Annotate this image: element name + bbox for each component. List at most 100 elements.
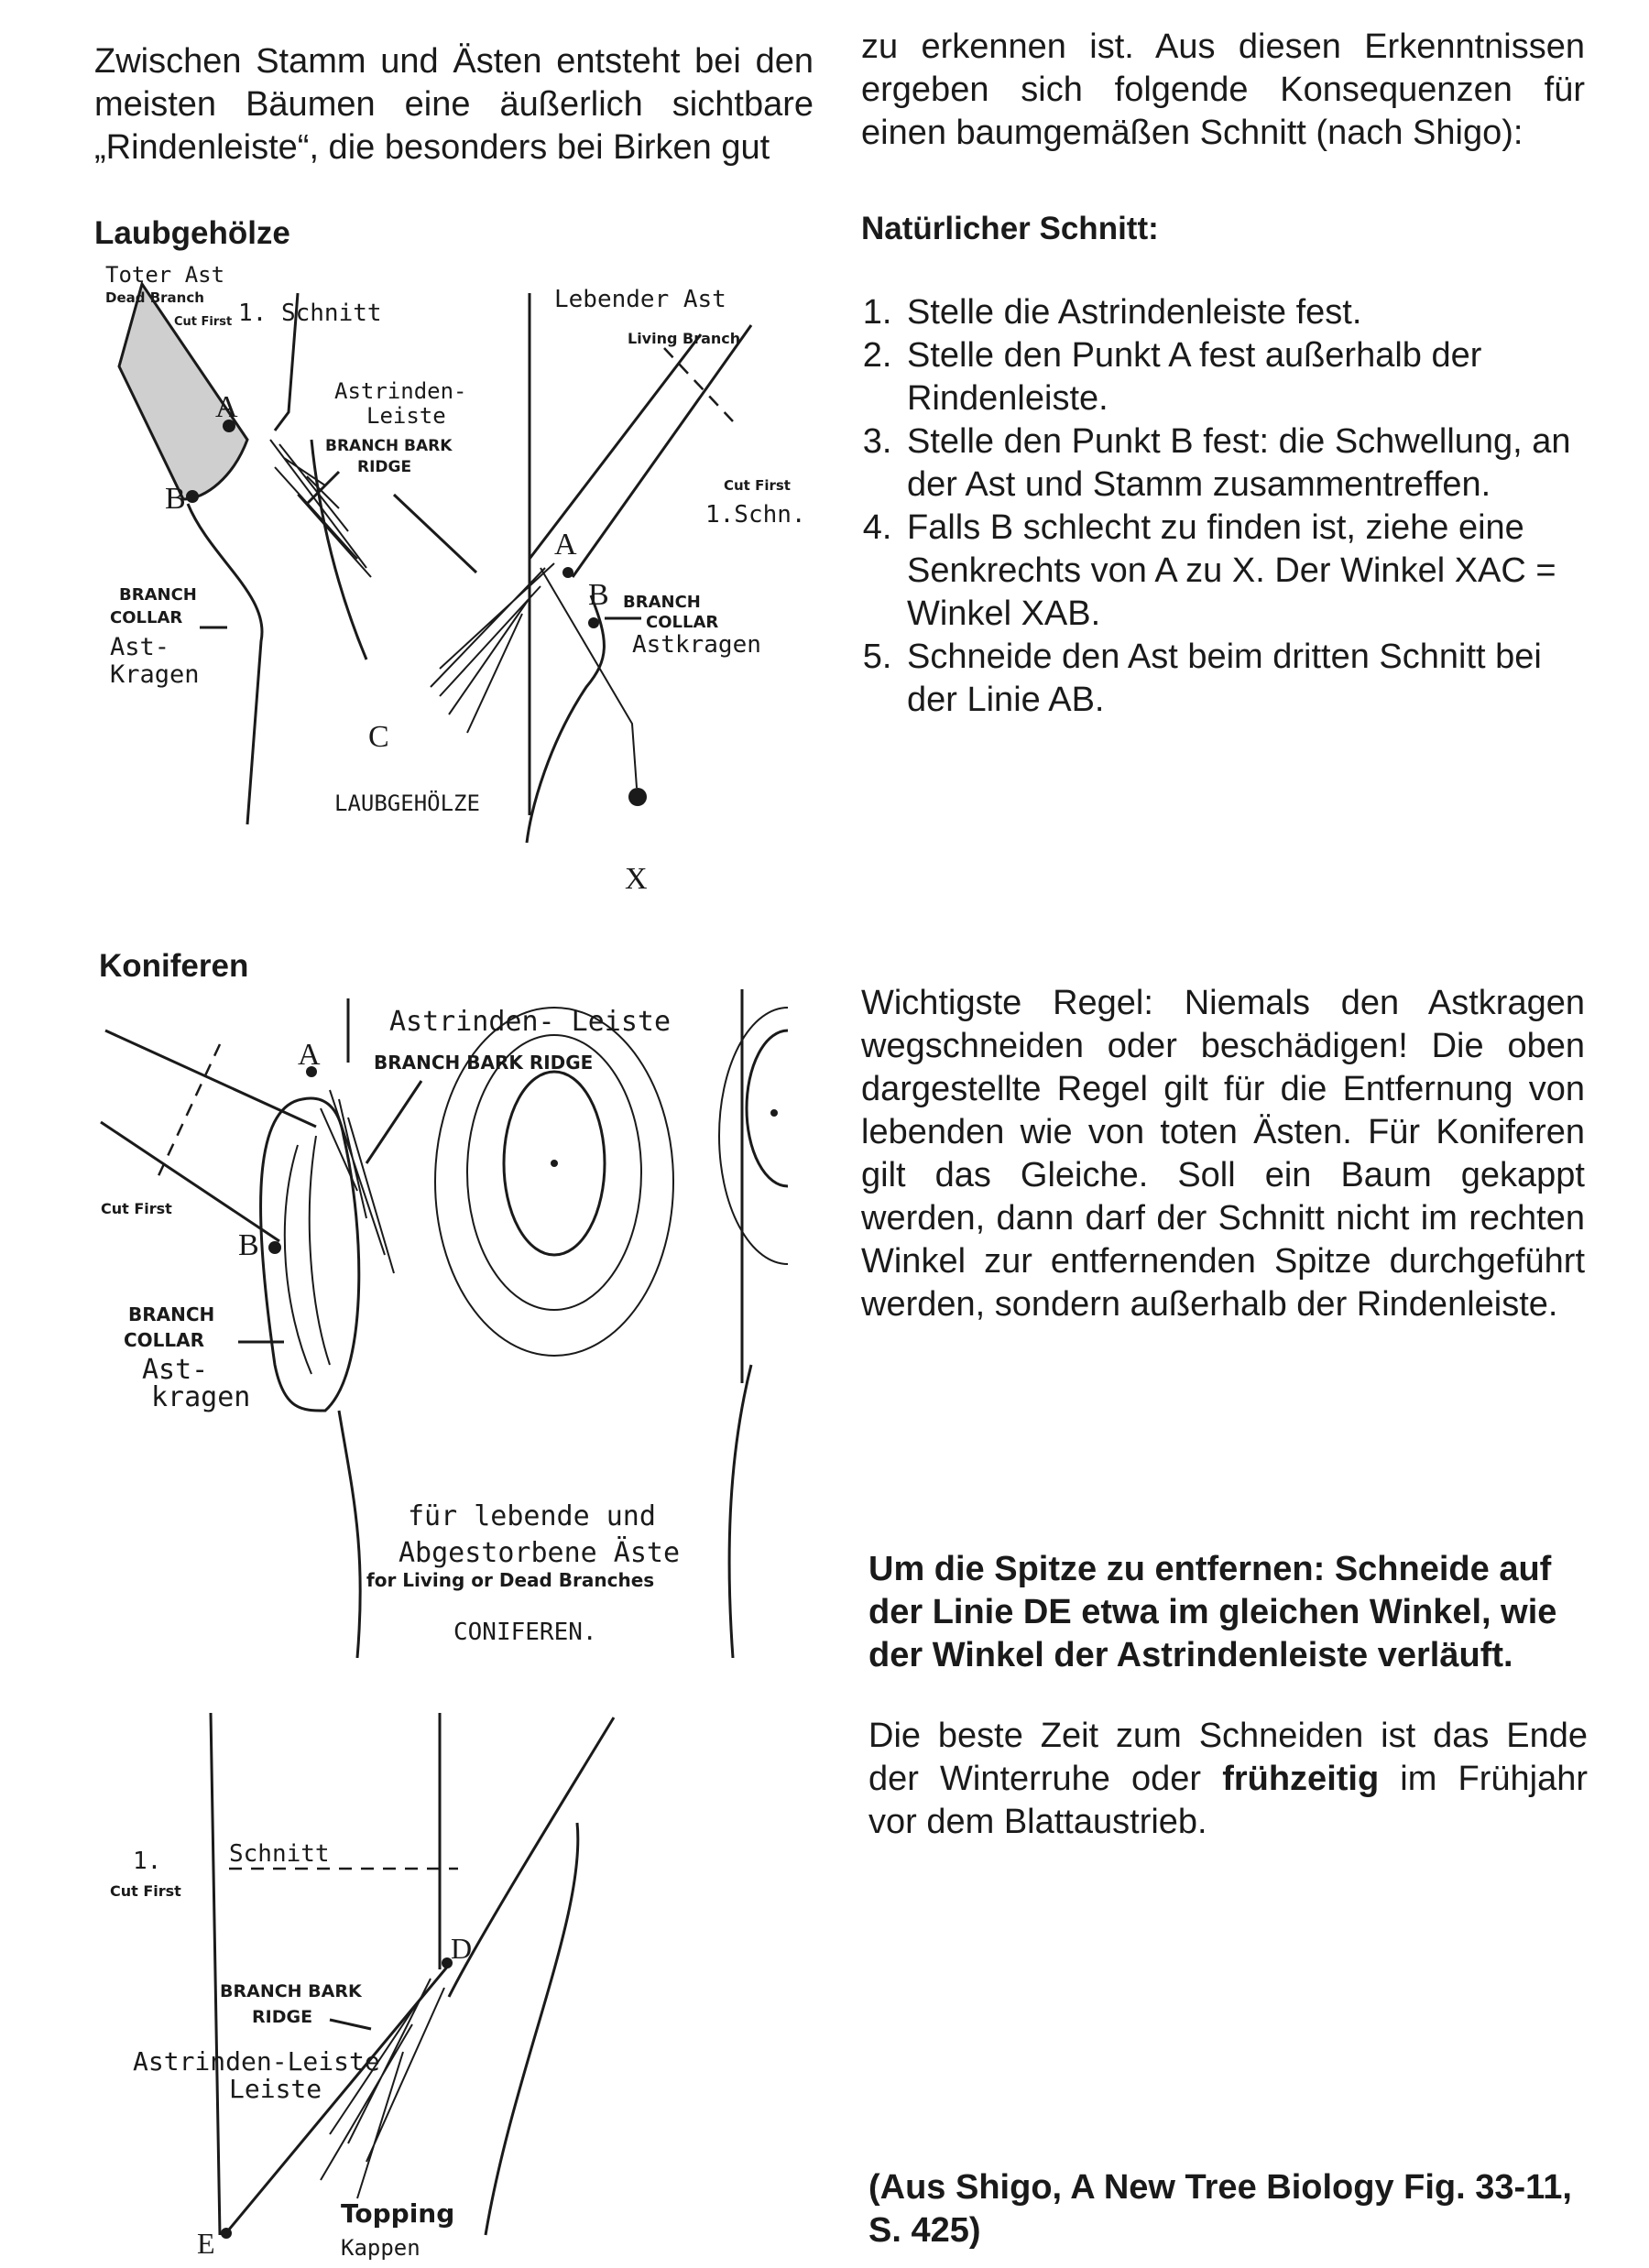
kon-caption-2: Abgestorbene Äste xyxy=(399,1536,680,1569)
trunk-left-right xyxy=(273,292,300,431)
label-schnitt-left: 1. Schnitt xyxy=(238,300,382,327)
label-ridge-de-1: Astrinden- xyxy=(334,378,467,404)
top-label-ridge-de-1: Astrinden-Leiste xyxy=(133,2046,380,2077)
top-label-num: 1. xyxy=(133,1848,161,1875)
kon-point-b-dot xyxy=(268,1241,281,1254)
label-schn: 1.Schn. xyxy=(705,501,806,529)
koniferen-text: Wichtigste Regel: Niemals den Astkragen … xyxy=(861,984,1585,1324)
koniferen-drawing: Astrinden- Leiste BRANCH BARK RIDGE A B … xyxy=(100,989,788,1658)
label-a-right: A xyxy=(554,528,577,562)
best-time-a: Die beste Zeit zum Schneiden ist das End… xyxy=(868,1717,1588,1798)
topping-drawing: 1. Schnitt Cut First D E BRANCH BARK RID… xyxy=(110,1712,616,2261)
top-label-topping-de: Kappen xyxy=(341,2235,420,2261)
kon-label-cut-first: Cut First xyxy=(101,1200,172,1217)
figure-topping: 1. Schnitt Cut First D E BRANCH BARK RID… xyxy=(92,1704,751,2263)
kon-center-ring xyxy=(502,1070,606,1257)
top-label-e: E xyxy=(197,2227,215,2260)
kon-right-ring xyxy=(745,1029,788,1188)
kon-caption-en: for Living or Dead Branches xyxy=(366,1569,654,1591)
kon-label-collar-de-1: Ast- xyxy=(142,1354,208,1386)
top-label-cut-first: Cut First xyxy=(110,1882,181,1900)
heading-laubgehoelze: Laubgehölze xyxy=(94,215,290,251)
label-x: X xyxy=(625,862,648,896)
heading-natuerlicher-schnitt: Natürlicher Schnitt: xyxy=(861,211,1159,246)
kon-point-a-dot xyxy=(306,1066,317,1077)
label-collar-de-1: Ast- xyxy=(110,633,169,661)
kon-label-b: B xyxy=(238,1228,259,1262)
label-c: C xyxy=(368,720,389,754)
trunk-left-edge xyxy=(310,439,368,660)
laubgehoelze-drawing: Toter Ast Dead Branch Cut First 1. Schni… xyxy=(105,262,806,896)
label-collar-en-2: COLLAR xyxy=(110,608,182,627)
label-dead-branch-de: Toter Ast xyxy=(105,262,224,288)
kon-branch-upper xyxy=(104,1029,317,1129)
label-living-branch-en: Living Branch xyxy=(628,330,740,347)
heading-koniferen: Koniferen xyxy=(99,948,249,984)
kon-ridge-hatch xyxy=(320,1089,395,1274)
intro-left: Zwischen Stamm und Ästen entsteht bei de… xyxy=(94,42,814,167)
top-ridge-arrow xyxy=(329,2018,372,2031)
top-branch-right xyxy=(447,1717,616,1998)
collar-arrows xyxy=(200,616,641,629)
top-label-d: D xyxy=(451,1932,472,1965)
point-b-right-dot xyxy=(588,617,599,628)
top-point-e-dot xyxy=(221,2228,232,2239)
kon-right-dot xyxy=(770,1109,778,1117)
ridge-hatch-left xyxy=(269,439,372,578)
figure-koniferen: Astrinden- Leiste BRANCH BARK RIDGE A B … xyxy=(92,980,788,1658)
trunk-left-outline xyxy=(186,503,264,825)
top-trunk-lines xyxy=(209,1712,442,2236)
kon-center-ring-3 xyxy=(434,1007,674,1357)
top-point-d-dot xyxy=(442,1957,453,1968)
ridge-arrows xyxy=(305,470,478,574)
kon-label-ridge-de: Astrinden- Leiste xyxy=(389,1006,671,1038)
ridge-hatch-right xyxy=(430,562,555,734)
caption-laubgehoelze: LAUBGEHÖLZE xyxy=(334,790,480,816)
kon-center-dot xyxy=(551,1160,558,1167)
point-a-left-dot xyxy=(223,420,235,432)
top-de-line xyxy=(223,1964,451,2236)
label-a-left: A xyxy=(215,390,238,424)
figure-laubgehoelze: Toter Ast Dead Branch Cut First 1. Schni… xyxy=(92,256,824,898)
kon-collar-left xyxy=(259,1096,361,1412)
kon-trunk-lower xyxy=(337,1364,753,1658)
kon-cut-line xyxy=(154,1043,222,1183)
top-label-ridge-en-2: RIDGE xyxy=(252,2007,312,2027)
kon-caption-3: CONIFEREN. xyxy=(453,1619,597,1646)
kon-center-ring-2 xyxy=(466,1034,642,1311)
step-4: Falls B schlecht zu finden ist, ziehe ei… xyxy=(901,507,1585,636)
kon-label-ridge-en: BRANCH BARK RIDGE xyxy=(374,1052,593,1074)
top-label-ridge-en-1: BRANCH BARK xyxy=(220,1981,363,2001)
living-branch-upper xyxy=(528,333,703,560)
label-collar2-en-1: BRANCH xyxy=(623,593,701,612)
step-2: Stelle den Punkt A fest außerhalb der Ri… xyxy=(901,334,1585,420)
step-5: Schneide den Ast beim dritten Schnitt be… xyxy=(901,636,1585,722)
best-time-bold: frühzeitig xyxy=(1222,1760,1380,1798)
plumb-line xyxy=(540,567,638,789)
source-citation: (Aus Shigo, A New Tree Biology Fig. 33-1… xyxy=(868,2168,1572,2250)
kon-collar-rings xyxy=(283,1135,331,1375)
intro-right: zu erkennen ist. Aus diesen Erkenntnisse… xyxy=(861,27,1585,152)
cut-line-right xyxy=(663,347,734,422)
label-living-branch-de: Lebender Ast xyxy=(554,286,726,313)
top-label-schnitt: Schnitt xyxy=(229,1840,330,1868)
kon-caption-1: für lebende und xyxy=(408,1500,656,1532)
steps-list: Stelle die Astrindenleiste fest. Stelle … xyxy=(852,291,1585,722)
kon-label-collar-en-1: BRANCH xyxy=(128,1303,214,1325)
step-1: Stelle die Astrindenleiste fest. xyxy=(901,291,1585,334)
point-x-dot xyxy=(628,788,647,806)
label-b-right: B xyxy=(588,578,609,612)
point-b-left-dot xyxy=(186,490,199,503)
label-b-left: B xyxy=(165,482,186,516)
kon-label-collar-de-2: kragen xyxy=(151,1381,250,1413)
top-ridge-hatch xyxy=(320,1978,445,2199)
point-a-right-dot xyxy=(562,567,573,578)
living-branch-lower xyxy=(571,324,753,578)
kon-label-a: A xyxy=(298,1038,321,1072)
label-dead-branch-en: Dead Branch xyxy=(105,289,204,306)
kon-branch-lower xyxy=(100,1120,280,1243)
label-collar2-de: Astkragen xyxy=(632,631,761,659)
label-cut-first-right: Cut First xyxy=(724,477,791,494)
kon-trunk-lines xyxy=(346,989,744,1383)
kon-ridge-arrow xyxy=(365,1080,423,1164)
